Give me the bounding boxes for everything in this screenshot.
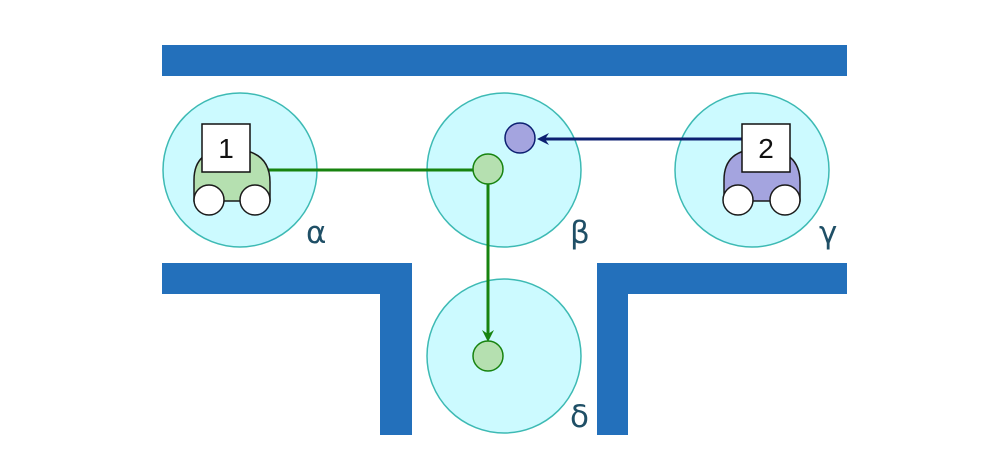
- zone-gamma-label: γ: [819, 215, 837, 251]
- zone-beta-label: β: [570, 215, 590, 251]
- route-1-destination-delta: [472, 340, 504, 372]
- zone-alpha-label: α: [306, 215, 326, 251]
- vehicle-1-badge: [201, 123, 251, 173]
- vehicle-2-badge: [741, 123, 791, 173]
- zone-delta-label: δ: [570, 399, 589, 435]
- vehicle-2: 2: [722, 123, 801, 216]
- vehicle-1-wheel-left: [193, 184, 225, 216]
- vehicle-2-number: 2: [758, 133, 774, 164]
- bottom-right-wall: [597, 263, 847, 435]
- vehicle-1-wheel-right: [239, 184, 271, 216]
- bottom-left-wall: [162, 263, 412, 435]
- top-wall: [162, 45, 847, 76]
- vehicle-2-wheel-left: [722, 184, 754, 216]
- route-2-destination-beta: [504, 122, 536, 154]
- vehicle-1-number: 1: [218, 133, 234, 164]
- vehicle-2-wheel-right: [769, 184, 801, 216]
- zone-delta: [426, 278, 582, 434]
- vehicle-1: 1: [193, 123, 271, 216]
- route-1-waypoint-beta: [472, 153, 504, 185]
